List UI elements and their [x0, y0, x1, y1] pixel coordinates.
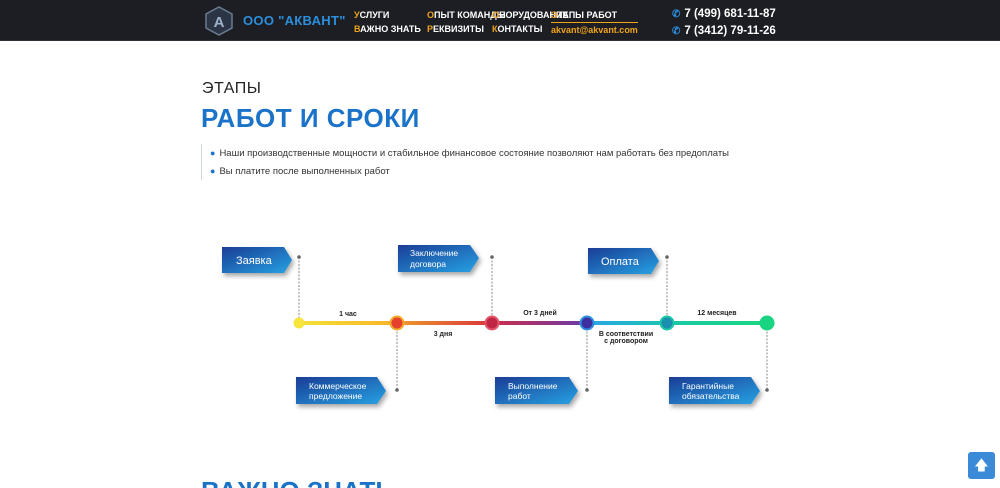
- nav-link-equipment[interactable]: ОБОРУДОВАНИЕ: [492, 10, 569, 20]
- duration-label: 12 месяцев: [697, 310, 737, 317]
- timeline-segment-3: [492, 321, 587, 325]
- svg-text:предложение: предложение: [309, 391, 362, 401]
- timeline-node: [293, 317, 305, 329]
- phone-2[interactable]: ✆7 (3412) 79-11-26: [672, 25, 776, 37]
- bullet-dot-icon: ●: [210, 166, 216, 176]
- phone-icon: ✆: [672, 26, 681, 37]
- arrow-up-icon: 🡅: [974, 457, 989, 473]
- connector-dot: [395, 388, 399, 392]
- bullet-item: ●Наши производственные мощности и стабил…: [210, 148, 730, 159]
- timeline-node: [579, 315, 595, 331]
- top-navbar: A ООО "АКВАНТ" УСЛУГИ ВАЖНО ЗНАТЬ ОПЫТ К…: [0, 0, 1000, 41]
- nav-link-stages[interactable]: ЭТАПЫ РАБОТ: [551, 8, 638, 23]
- nav-link-team[interactable]: ОПЫТ КОМАНДЫ: [427, 10, 506, 20]
- timeline-node: [389, 315, 405, 331]
- svg-text:Заявка: Заявка: [236, 255, 273, 267]
- svg-text:работ: работ: [508, 391, 531, 401]
- stage-tag-payment: Оплата: [588, 248, 659, 274]
- nav-column-3: ОБОРУДОВАНИЕ КОНТАКТЫ: [492, 8, 568, 36]
- svg-text:Заключение: Заключение: [410, 248, 458, 258]
- duration-label: 1 час: [339, 311, 357, 318]
- connector-dot: [585, 388, 589, 392]
- bullet-item: ●Вы платите после выполненных работ: [210, 166, 390, 177]
- duration-label: От 3 дней: [523, 309, 557, 317]
- phone-icon: ✆: [672, 9, 681, 20]
- scroll-to-top-button[interactable]: 🡅: [968, 452, 995, 479]
- section-subtitle: ЭТАПЫ: [202, 80, 262, 97]
- timeline-segment-1: [299, 321, 397, 325]
- timeline-node: [759, 315, 775, 331]
- bullet-dot-icon: ●: [210, 148, 216, 158]
- nav-link-important[interactable]: ВАЖНО ЗНАТЬ: [354, 24, 421, 34]
- duration-label: 3 дня: [434, 331, 453, 338]
- stage-tag-request: Заявка: [222, 247, 292, 273]
- stage-tag-contract: Заключение договора: [398, 245, 479, 272]
- bullet-list: ●Наши производственные мощности и стабил…: [201, 144, 729, 180]
- connector-dot: [665, 255, 669, 259]
- svg-text:договора: договора: [410, 259, 446, 269]
- connector-dot: [297, 255, 301, 259]
- svg-text:обязательства: обязательства: [682, 391, 740, 401]
- svg-text:Оплата: Оплата: [601, 256, 640, 268]
- timeline-node: [484, 315, 500, 331]
- nav-link-services[interactable]: УСЛУГИ: [354, 10, 390, 20]
- stage-tag-warranty: Гарантийные обязательства: [669, 377, 760, 404]
- section-title: РАБОТ И СРОКИ: [201, 103, 420, 133]
- timeline-segment-4: [587, 321, 667, 325]
- nav-link-contacts[interactable]: КОНТАКТЫ: [492, 24, 543, 34]
- email-link[interactable]: akvant@akvant.com: [551, 25, 638, 35]
- next-section-title: ВАЖНО ЗНАТЬ: [201, 477, 394, 488]
- svg-text:Коммерческое: Коммерческое: [309, 381, 367, 391]
- phone-1[interactable]: ✆7 (499) 681-11-87: [672, 8, 776, 20]
- duration-label: с договором: [604, 338, 648, 345]
- timeline-segment-2: [397, 321, 492, 325]
- stage-tag-execution: Выполнение работ: [495, 377, 578, 404]
- phone-block: ✆7 (499) 681-11-87 ✆7 (3412) 79-11-26: [672, 6, 776, 40]
- company-name[interactable]: ООО "АКВАНТ": [243, 13, 346, 28]
- timeline-segment-5: [667, 321, 767, 325]
- stage-tag-offer: Коммерческое предложение: [296, 377, 386, 404]
- nav-column-4: ЭТАПЫ РАБОТ akvant@akvant.com: [551, 8, 638, 37]
- duration-label: В соответствии: [599, 331, 653, 338]
- svg-text:A: A: [214, 14, 225, 31]
- connector-dot: [765, 388, 769, 392]
- timeline-node: [659, 315, 675, 331]
- svg-text:Выполнение: Выполнение: [508, 381, 558, 391]
- connector-dot: [490, 255, 494, 259]
- nav-link-requisites[interactable]: РЕКВИЗИТЫ: [427, 24, 484, 34]
- company-logo[interactable]: A: [204, 6, 234, 36]
- svg-text:Гарантийные: Гарантийные: [682, 381, 734, 391]
- nav-column-1: УСЛУГИ ВАЖНО ЗНАТЬ: [354, 8, 421, 36]
- nav-column-2: ОПЫТ КОМАНДЫ РЕКВИЗИТЫ: [427, 8, 506, 36]
